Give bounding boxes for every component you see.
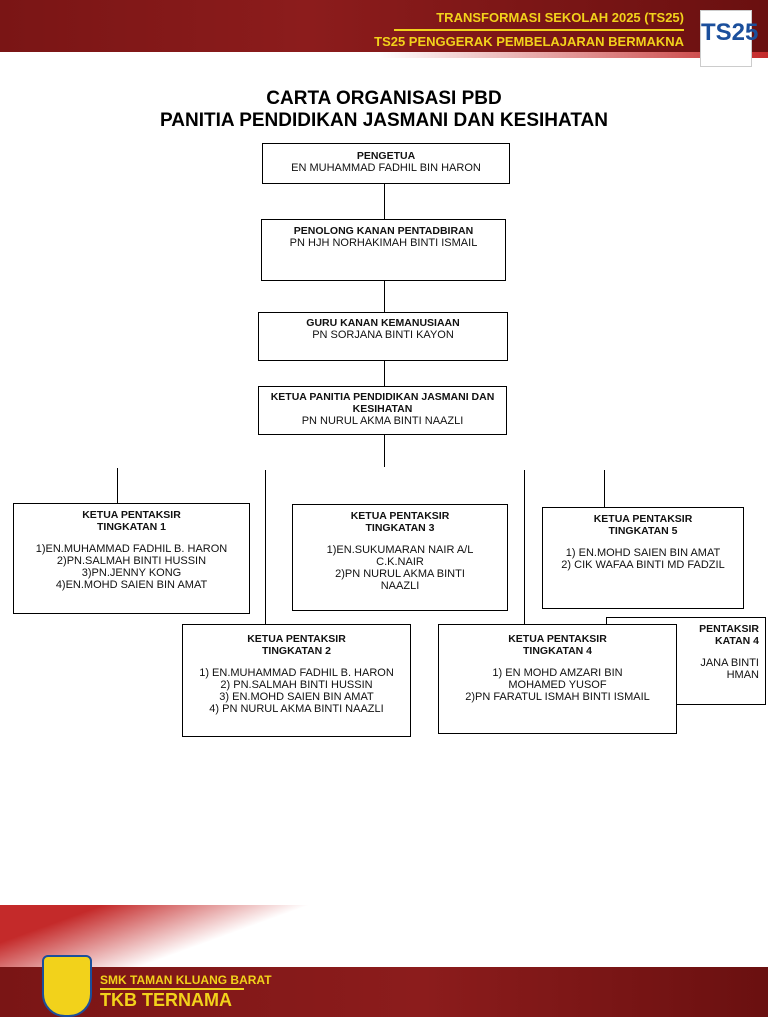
connector-line (384, 184, 385, 219)
member-name: 1) EN MOHD AMZARI BIN MOHAMED YUSOF (492, 667, 623, 691)
header-divider (394, 29, 684, 31)
member-name: HMAN (726, 669, 759, 681)
member-name: 4) PN NURUL AKMA BINTI NAAZLI (209, 703, 384, 715)
member-name: 2)PN FARATUL ISMAH BINTI ISMAIL (465, 691, 650, 703)
role-title: GURU KANAN KEMANUSIAAN (306, 317, 460, 329)
school-motto: TKB TERNAMA (100, 990, 232, 1010)
member-name: 4)EN.MOHD SAIEN BIN AMAT (55, 579, 208, 591)
header-line1: TRANSFORMASI SEKOLAH 2025 (TS25) (436, 10, 684, 25)
org-box-t1: KETUA PENTAKSIR TINGKATAN 1 1)EN.MUHAMMAD… (13, 503, 250, 614)
page-subtitle: PANITIA PENDIDIKAN JASMANI DAN KESIHATAN (160, 110, 608, 131)
role-title: KETUA PENTAKSIR TINGKATAN 4 (508, 633, 607, 657)
member-name: PN SORJANA BINTI KAYON (312, 329, 454, 341)
connector-line (384, 361, 385, 386)
connector-line (384, 435, 385, 467)
connector-line (384, 281, 385, 312)
connector-line (524, 470, 525, 624)
role-title: PENTAKSIR KATAN 4 (699, 623, 759, 647)
connector-line (604, 470, 605, 507)
member-name: PN HJH NORHAKIMAH BINTI ISMAIL (289, 237, 478, 249)
school-crest (42, 955, 92, 1017)
role-title: PENOLONG KANAN PENTADBIRAN (293, 225, 474, 237)
member-name: 1)EN.SUKUMARAN NAIR A/L C.K.NAIR (326, 544, 474, 568)
footer-divider (100, 988, 244, 990)
page-title: CARTA ORGANISASI PBD (266, 88, 502, 109)
org-box-kp: KETUA PANITIA PENDIDIKAN JASMANI DAN KES… (258, 386, 507, 435)
member-name: 2) CIK WAFAA BINTI MD FADZIL (561, 559, 725, 571)
member-name: 1)EN.MUHAMMAD FADHIL B. HARON (35, 543, 228, 555)
footer-banner (0, 967, 768, 1017)
member-name: JANA BINTI (700, 657, 759, 669)
member-name: PN NURUL AKMA BINTI NAAZLI (301, 415, 464, 427)
school-name: SMK TAMAN KLUANG BARAT (100, 973, 272, 987)
header-swoosh (380, 52, 768, 58)
role-title: KETUA PENTAKSIR TINGKATAN 1 (82, 509, 181, 533)
member-name: 2)PN NURUL AKMA BINTI NAAZLI (335, 568, 465, 592)
ts25-logo: TS25 (700, 10, 758, 67)
connector-line (117, 468, 118, 503)
role-title: KETUA PENTAKSIR TINGKATAN 2 (247, 633, 346, 657)
member-name: 2) PN.SALMAH BINTI HUSSIN (220, 679, 373, 691)
member-name: 2)PN.SALMAH BINTI HUSSIN (56, 555, 207, 567)
org-box-t3: KETUA PENTAKSIR TINGKATAN 3 1)EN.SUKUMARA… (292, 504, 508, 611)
connector-line (265, 470, 266, 624)
org-box-t5: KETUA PENTAKSIR TINGKATAN 5 1) EN.MOHD SA… (542, 507, 744, 609)
header-line2: TS25 PENGGERAK PEMBELAJARAN BERMAKNA (374, 34, 684, 49)
org-box-t2: KETUA PENTAKSIR TINGKATAN 2 1) EN.MUHAMMA… (182, 624, 411, 737)
member-name: EN MUHAMMAD FADHIL BIN HARON (291, 162, 481, 174)
member-name: 3)PN.JENNY KONG (81, 567, 182, 579)
role-title: PENGETUA (356, 150, 416, 162)
role-title: KETUA PENTAKSIR TINGKATAN 3 (350, 510, 450, 534)
member-name: 1) EN.MOHD SAIEN BIN AMAT (565, 547, 721, 559)
member-name: 3) EN.MOHD SAIEN BIN AMAT (219, 691, 374, 703)
member-name: 1) EN.MUHAMMAD FADHIL B. HARON (199, 667, 394, 679)
header-banner: TRANSFORMASI SEKOLAH 2025 (TS25) TS25 PE… (0, 0, 768, 52)
org-box-t4: KETUA PENTAKSIR TINGKATAN 4 1) EN MOHD AM… (438, 624, 677, 734)
role-title: KETUA PENTAKSIR TINGKATAN 5 (593, 513, 693, 537)
role-title: KETUA PANITIA PENDIDIKAN JASMANI DAN KES… (270, 391, 495, 415)
